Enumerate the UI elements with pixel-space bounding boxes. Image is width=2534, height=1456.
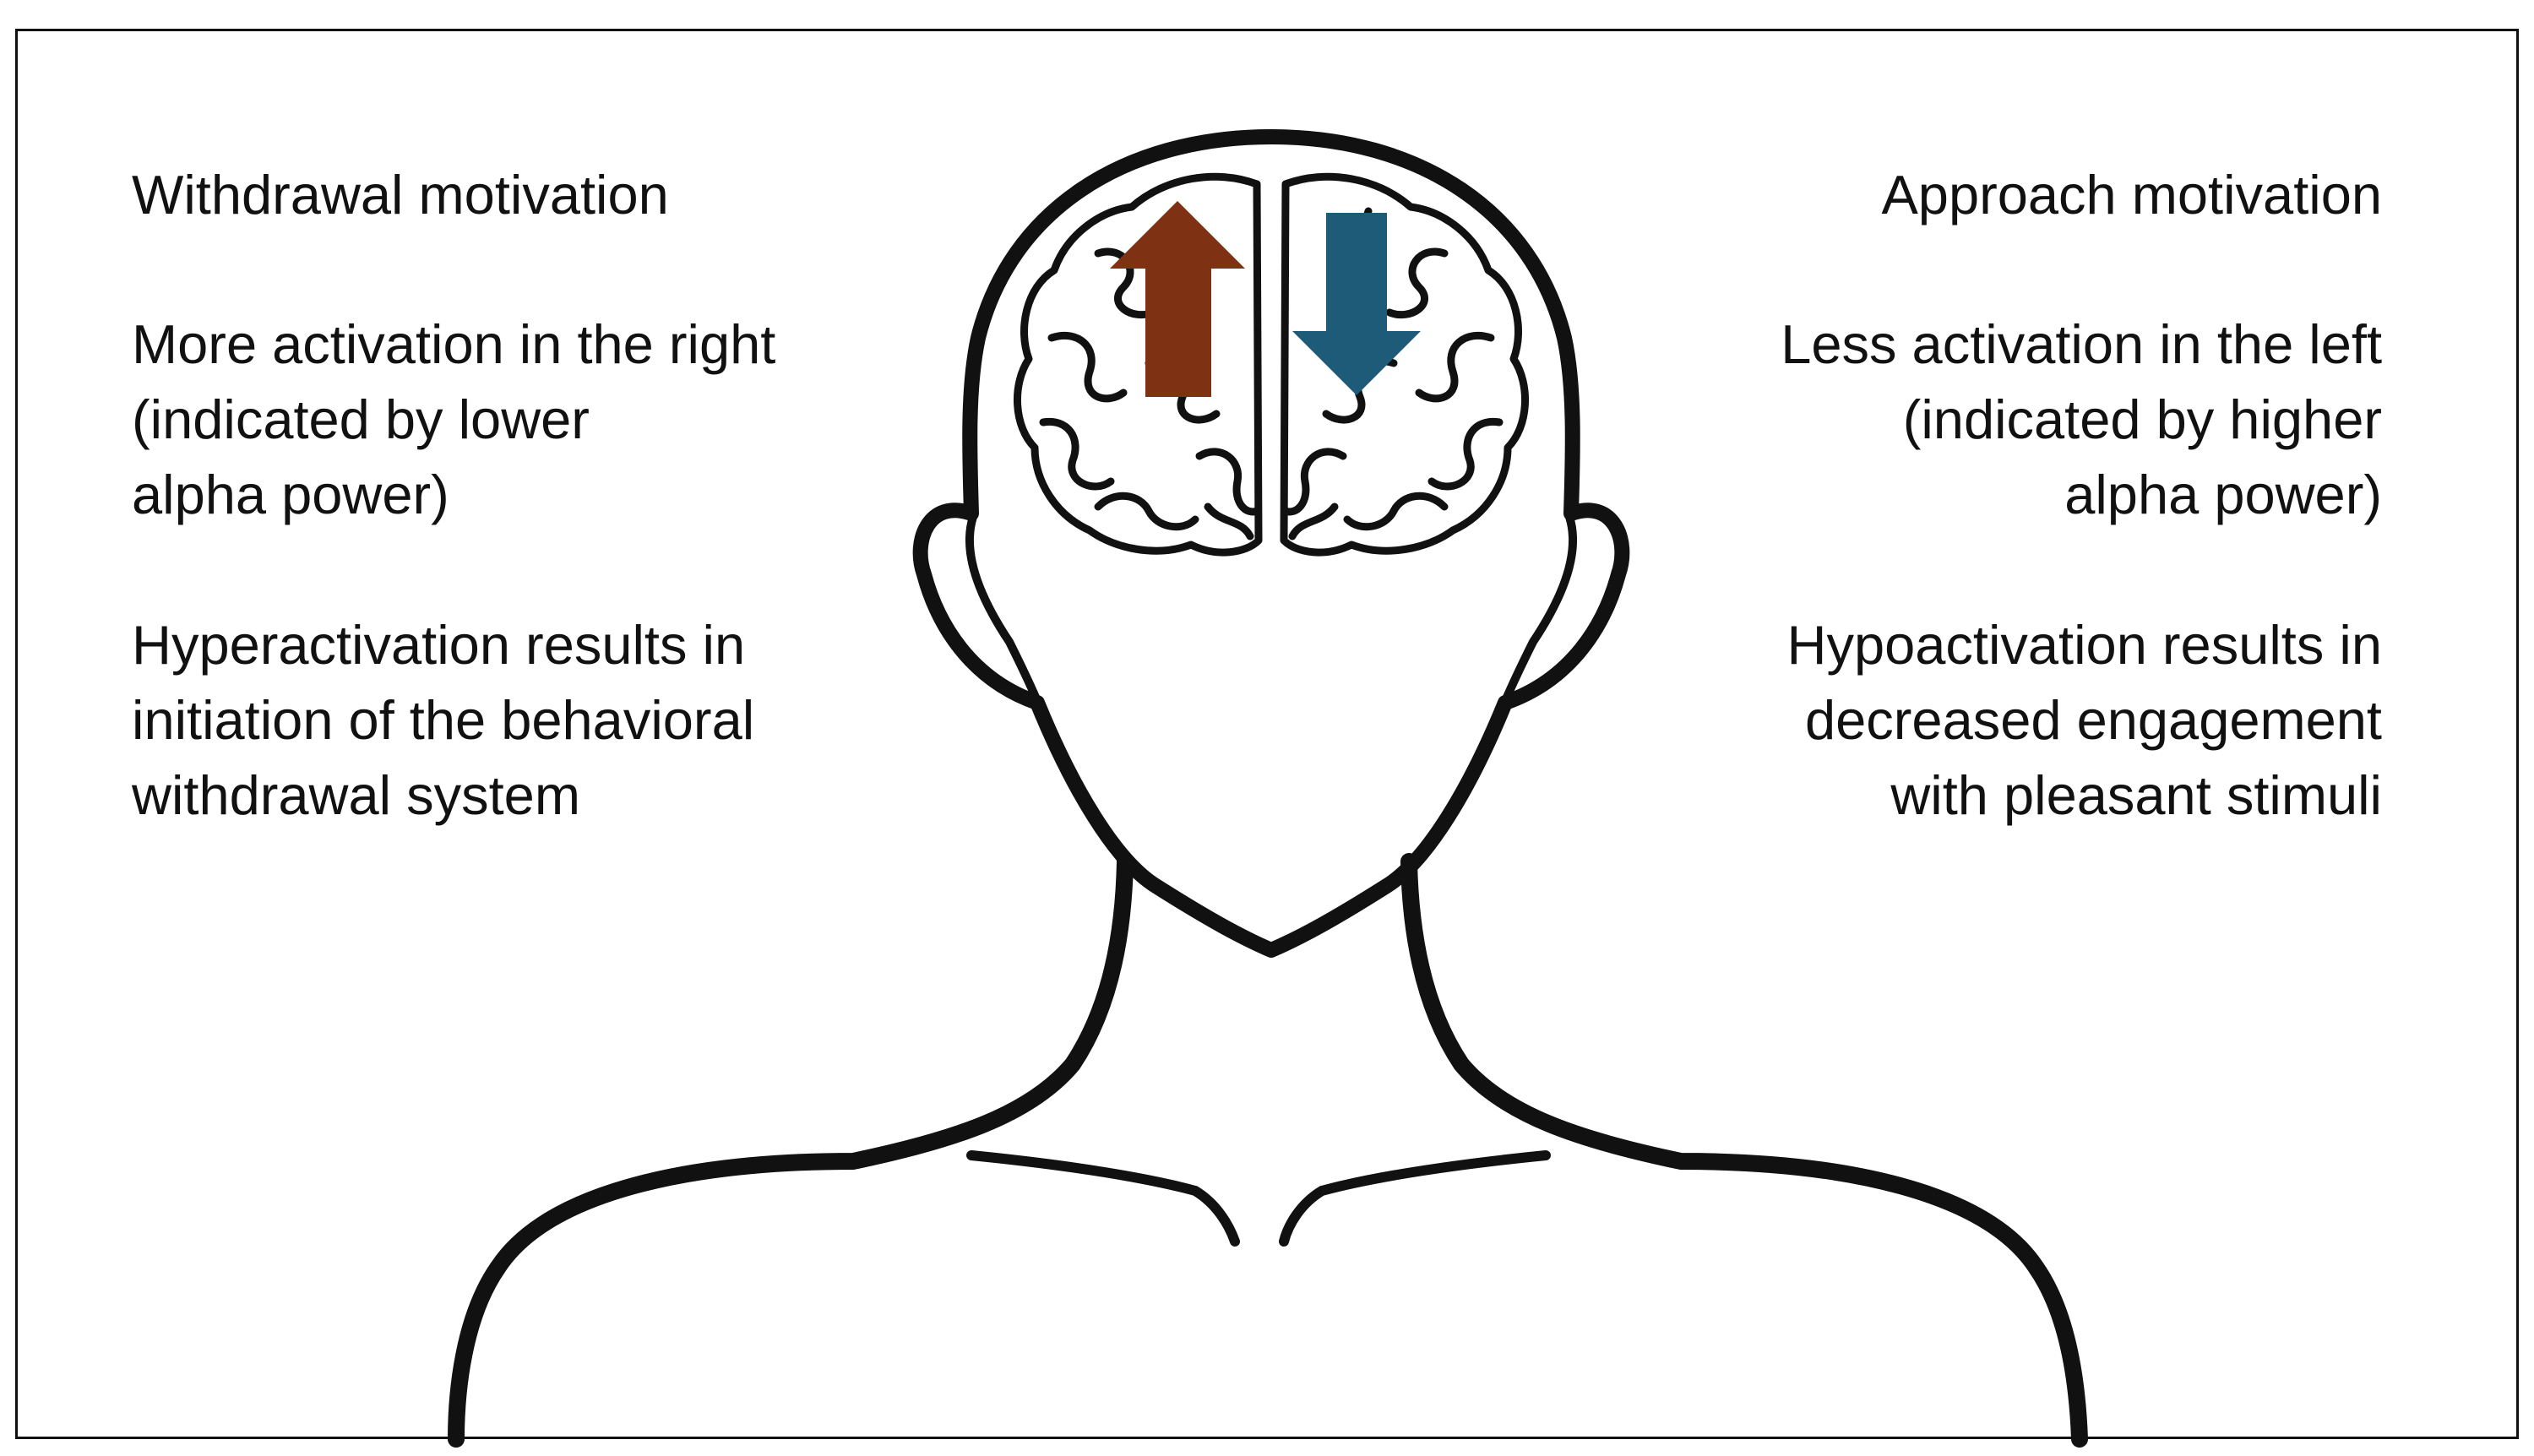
collarbone-left: [966, 1150, 1240, 1247]
left-consequence-text: Hyperactivation results in initiation of…: [132, 614, 755, 826]
right-heading: Approach motivation: [1881, 164, 2382, 225]
head-outline: [912, 129, 1630, 958]
arrow-up-icon: [1110, 201, 1245, 397]
body-outline: [448, 853, 1134, 1448]
arrow-down-icon: [1292, 213, 1421, 395]
collarbone-right: [1279, 1150, 1551, 1247]
left-activation-text: More activation in the right (indicated …: [132, 313, 776, 525]
body-outline-right: [1400, 853, 2088, 1448]
left-heading: Withdrawal motivation: [132, 164, 669, 225]
ear-left: [965, 515, 1041, 703]
right-consequence-text: Hypoactivation results in decreased enga…: [1786, 614, 2383, 826]
right-activation-text: Less activation in the left (indicated b…: [1781, 313, 2382, 525]
ear-right: [1501, 515, 1578, 703]
